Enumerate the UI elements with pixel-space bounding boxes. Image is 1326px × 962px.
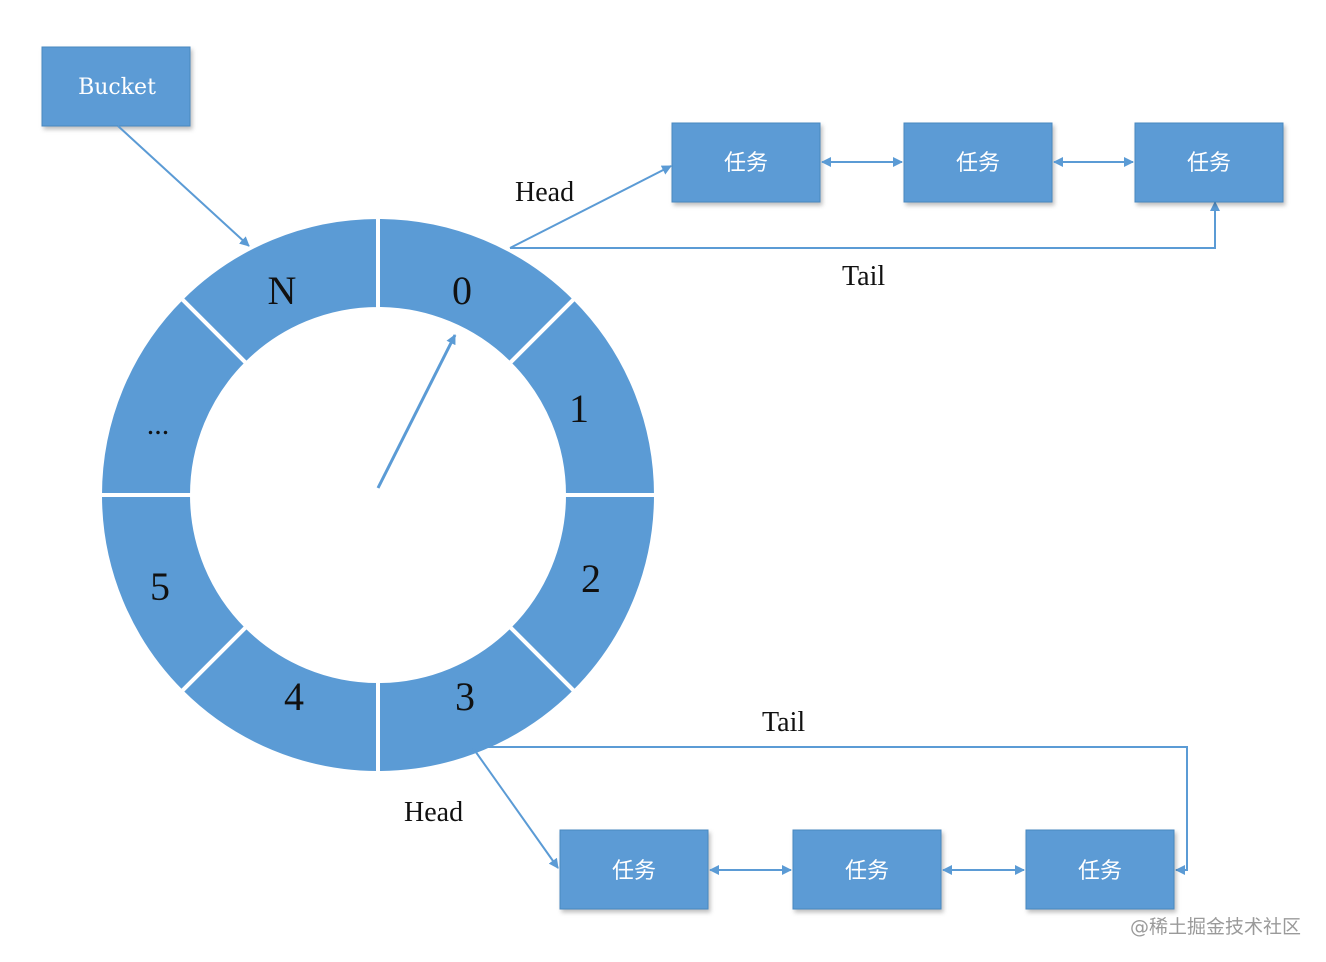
task-label: 任务: [1187, 151, 1231, 176]
bottom-task-3: 任务: [1025, 829, 1175, 910]
task-label: 任务: [1078, 859, 1122, 884]
segment-label-1: 1: [569, 386, 589, 431]
task-label: 任务: [845, 859, 889, 884]
bottom-task-2: 任务: [792, 829, 942, 910]
bottom-head-label: Head: [404, 797, 463, 828]
top-tail-label: Tail: [842, 261, 885, 292]
watermark: @稀土掘金技术社区: [1130, 916, 1301, 938]
bottom-tail-label: Tail: [762, 707, 805, 738]
segment-label-4: 4: [284, 674, 304, 719]
top-task-list: Head Tail 任务 任务 任务: [509, 122, 1284, 292]
pointer-arrow: [376, 334, 457, 489]
top-task-3: 任务: [1134, 122, 1284, 203]
segment-label-3: 3: [455, 674, 475, 719]
bottom-task-list: Head Tail 任务 任务 任务: [404, 707, 1188, 910]
top-head-label: Head: [515, 177, 574, 208]
segment-label-0: 0: [452, 268, 472, 313]
bottom-task-1: 任务: [559, 829, 709, 910]
bucket-box: Bucket: [41, 46, 191, 127]
top-task-2: 任务: [903, 122, 1053, 203]
segment-label-2: 2: [581, 556, 601, 601]
wheel-segment-n: [178, 214, 380, 367]
bottom-head-arrow: [472, 747, 559, 869]
segment-label-5: 5: [150, 564, 170, 609]
task-label: 任务: [612, 859, 656, 884]
task-label: 任务: [724, 151, 768, 176]
bottom-tail-arrow: [473, 746, 1188, 875]
segment-label-ellipsis: ...: [147, 408, 170, 441]
task-label: 任务: [956, 151, 1000, 176]
top-head-arrow: [509, 165, 672, 249]
bucket-arrow: [117, 125, 250, 247]
timing-wheel: 0 1 2 3 4 5 ... N: [97, 214, 659, 776]
top-tail-arrow: [510, 201, 1220, 249]
top-task-1: 任务: [671, 122, 821, 203]
bucket-label: Bucket: [78, 75, 156, 100]
segment-label-n: N: [268, 268, 297, 313]
